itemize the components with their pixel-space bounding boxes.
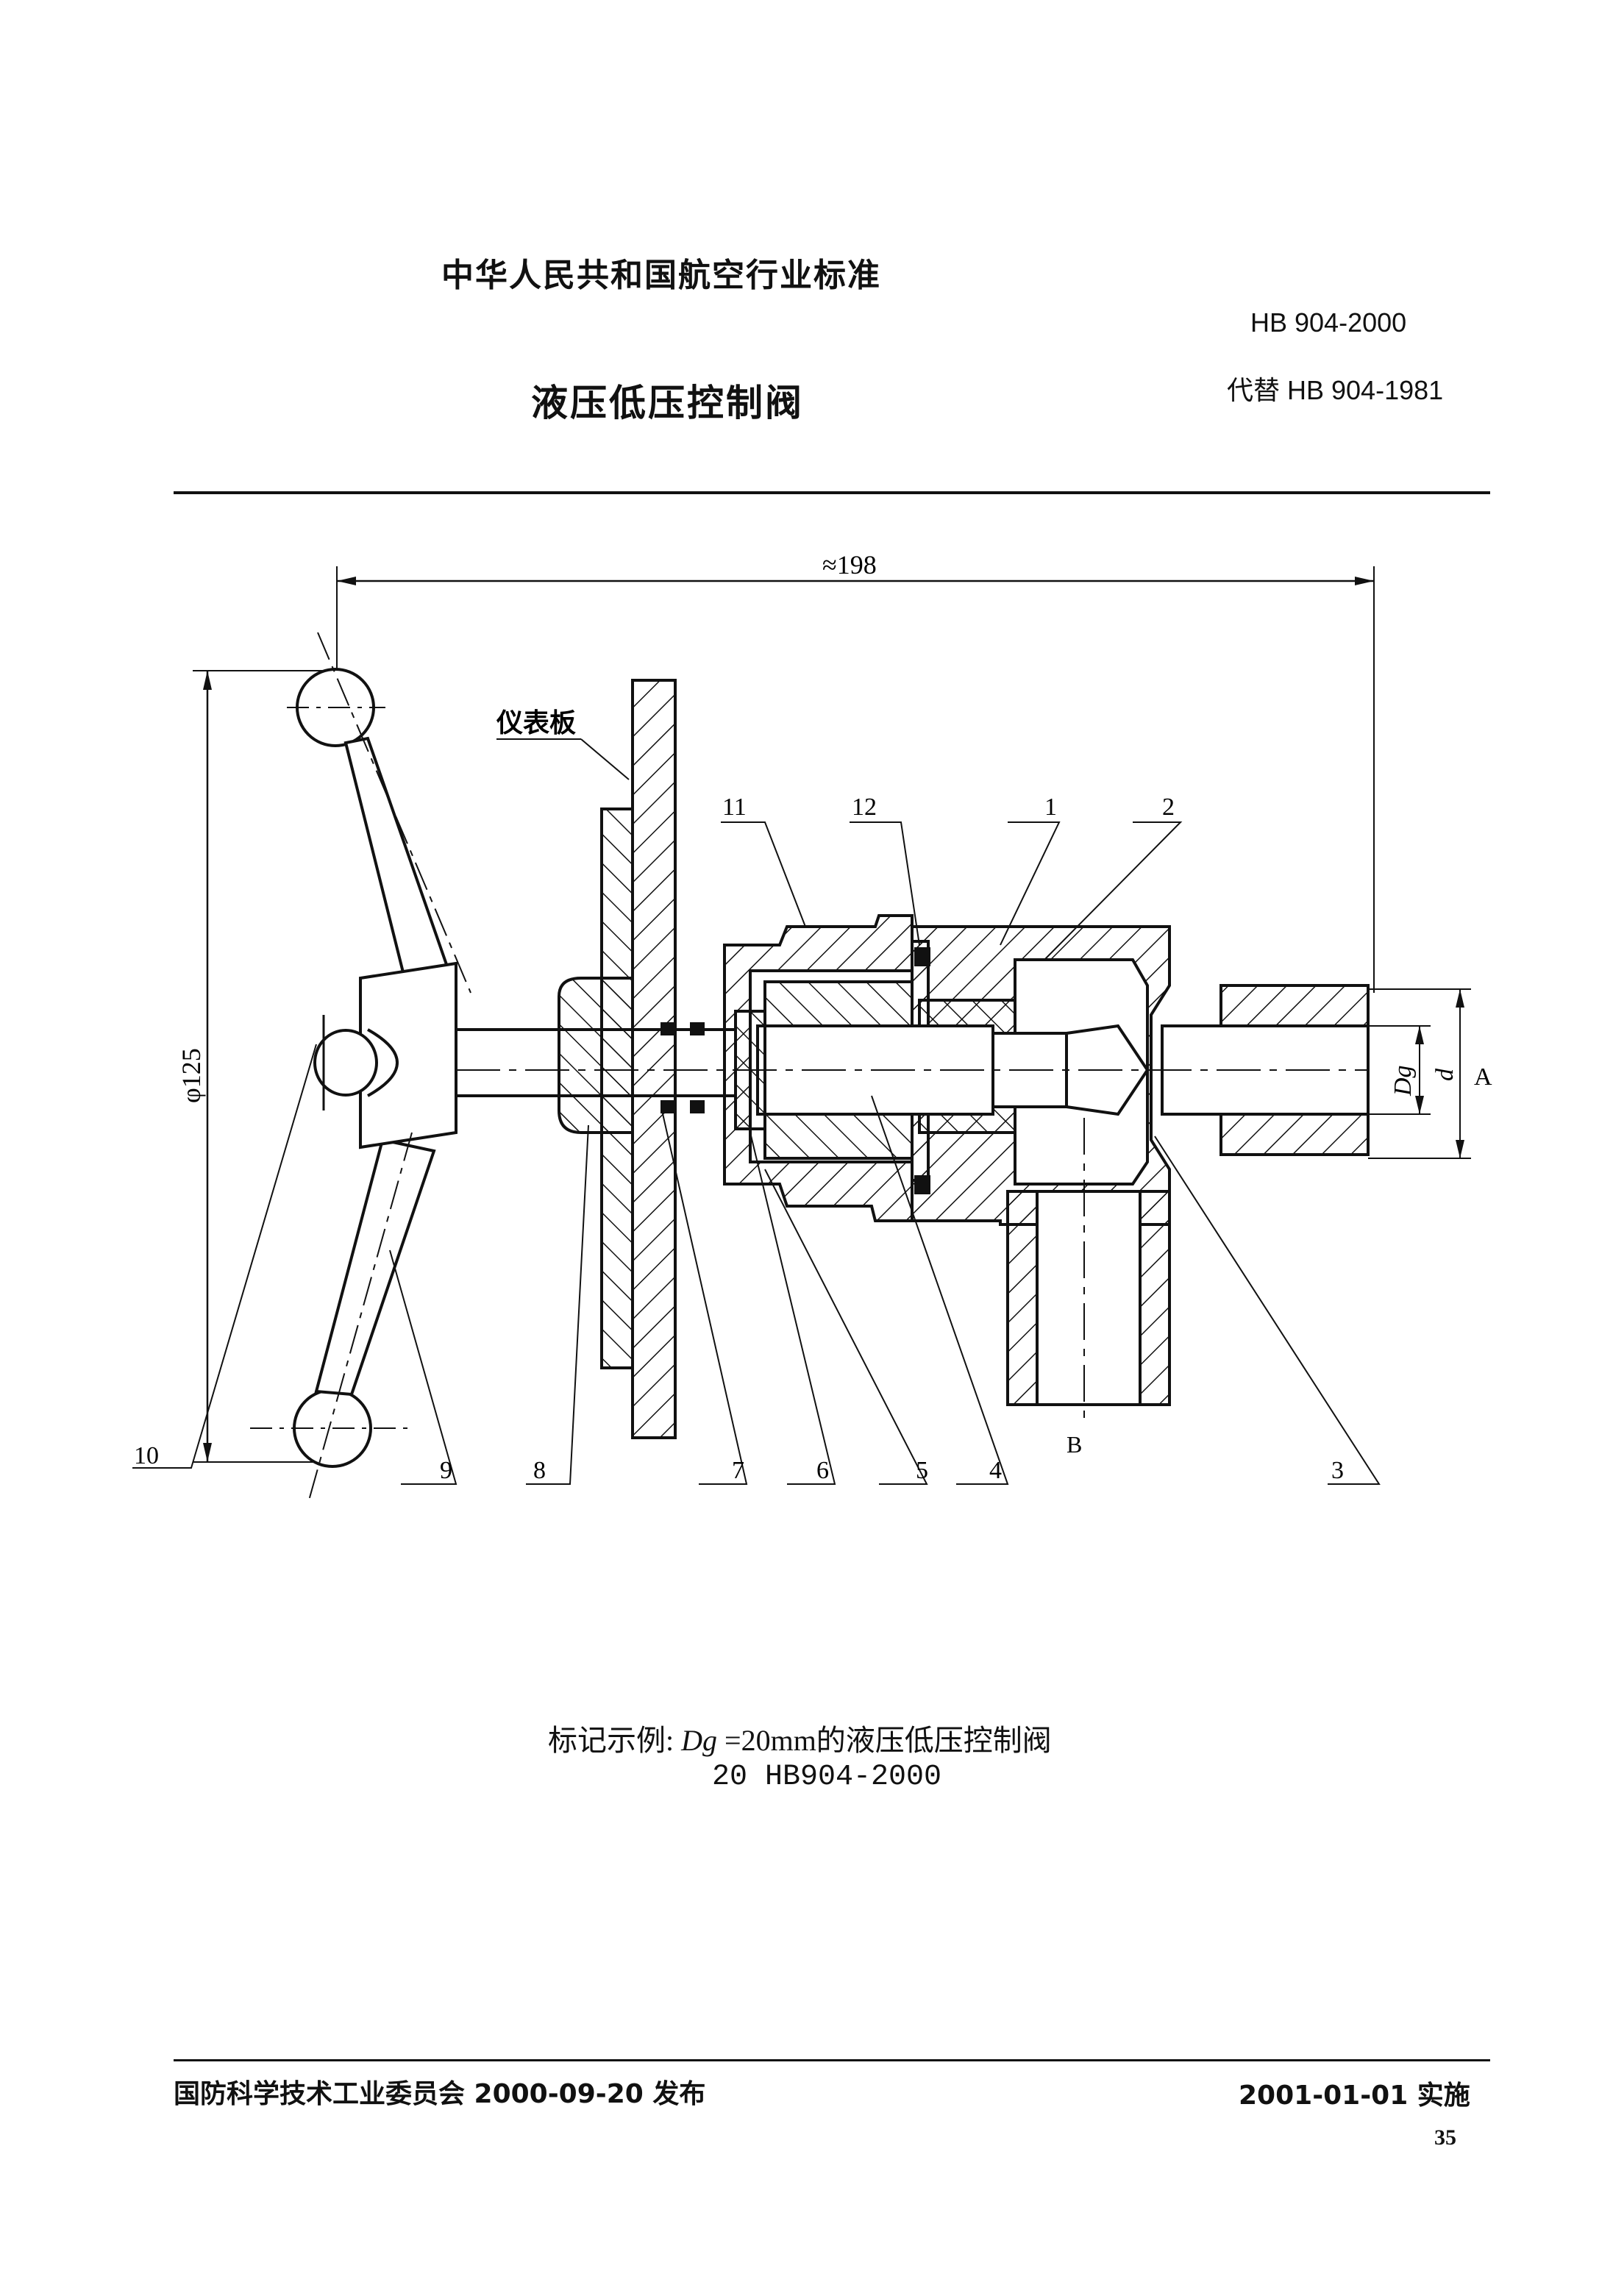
marking-text: =20mm的液压低压控制阀: [717, 1724, 1052, 1757]
page-number: 35: [1434, 2125, 1456, 2150]
diameter-dimension: φ125: [177, 670, 331, 1463]
part-number-1: 1: [1044, 794, 1057, 821]
part-number-7: 7: [732, 1457, 744, 1484]
part-numbers: 11 12 1 2 3 4 5 6 7 8 9 10: [134, 794, 1344, 1484]
overall-dimension: ≈198: [336, 550, 1375, 993]
part-number-2: 2: [1162, 794, 1175, 821]
b-label: B: [1067, 1431, 1082, 1458]
valve-drawing: ≈198 φ125 仪表板: [132, 550, 1492, 1501]
part-number-10: 10: [134, 1442, 159, 1469]
valve-spool: [456, 947, 1368, 1427]
part-number-12: 12: [852, 794, 877, 821]
part-number-4: 4: [989, 1457, 1002, 1484]
standard-title: 中华人民共和国航空行业标准: [441, 257, 881, 294]
header-rule: [174, 491, 1490, 494]
handwheel: [250, 632, 737, 1501]
part-leaders: [132, 821, 1381, 1485]
d-label: d: [1431, 1068, 1459, 1081]
footer-rule: [174, 2059, 1490, 2061]
replaces-standard: 代替 HB 904-1981: [1227, 375, 1444, 405]
part-number-8: 8: [533, 1457, 546, 1484]
a-label: A: [1474, 1063, 1492, 1091]
part-number-11: 11: [722, 794, 747, 821]
marking-dg: Dg: [681, 1724, 718, 1757]
instrument-panel: 仪表板: [496, 679, 677, 1439]
standard-code: HB 904-2000: [1250, 307, 1407, 338]
part-number-3: 3: [1331, 1457, 1344, 1484]
part-number-5: 5: [916, 1457, 928, 1484]
panel-label: 仪表板: [496, 708, 576, 738]
effective-date: 2001-01-01 实施: [1239, 2081, 1470, 2111]
valve-body: [911, 925, 1370, 1406]
dg-label: Dg: [1389, 1065, 1417, 1097]
overall-dim-text: ≈198: [822, 550, 877, 580]
marking-example: 标记示例: Dg =20mm的液压低压控制阀: [548, 1716, 1052, 1759]
diameter-dim-text: φ125: [177, 1048, 206, 1103]
document-title: 液压低压控制阀: [531, 382, 804, 424]
marking-code: 20 HB904-2000: [712, 1761, 942, 1794]
issuer: 国防科学技术工业委员会 2000-09-20 发布: [174, 2079, 706, 2109]
part-number-6: 6: [816, 1457, 829, 1484]
marking-prefix: 标记示例:: [548, 1724, 674, 1757]
part-number-9: 9: [440, 1457, 452, 1484]
bore-dimensions: Dg d A B: [1067, 988, 1492, 1458]
